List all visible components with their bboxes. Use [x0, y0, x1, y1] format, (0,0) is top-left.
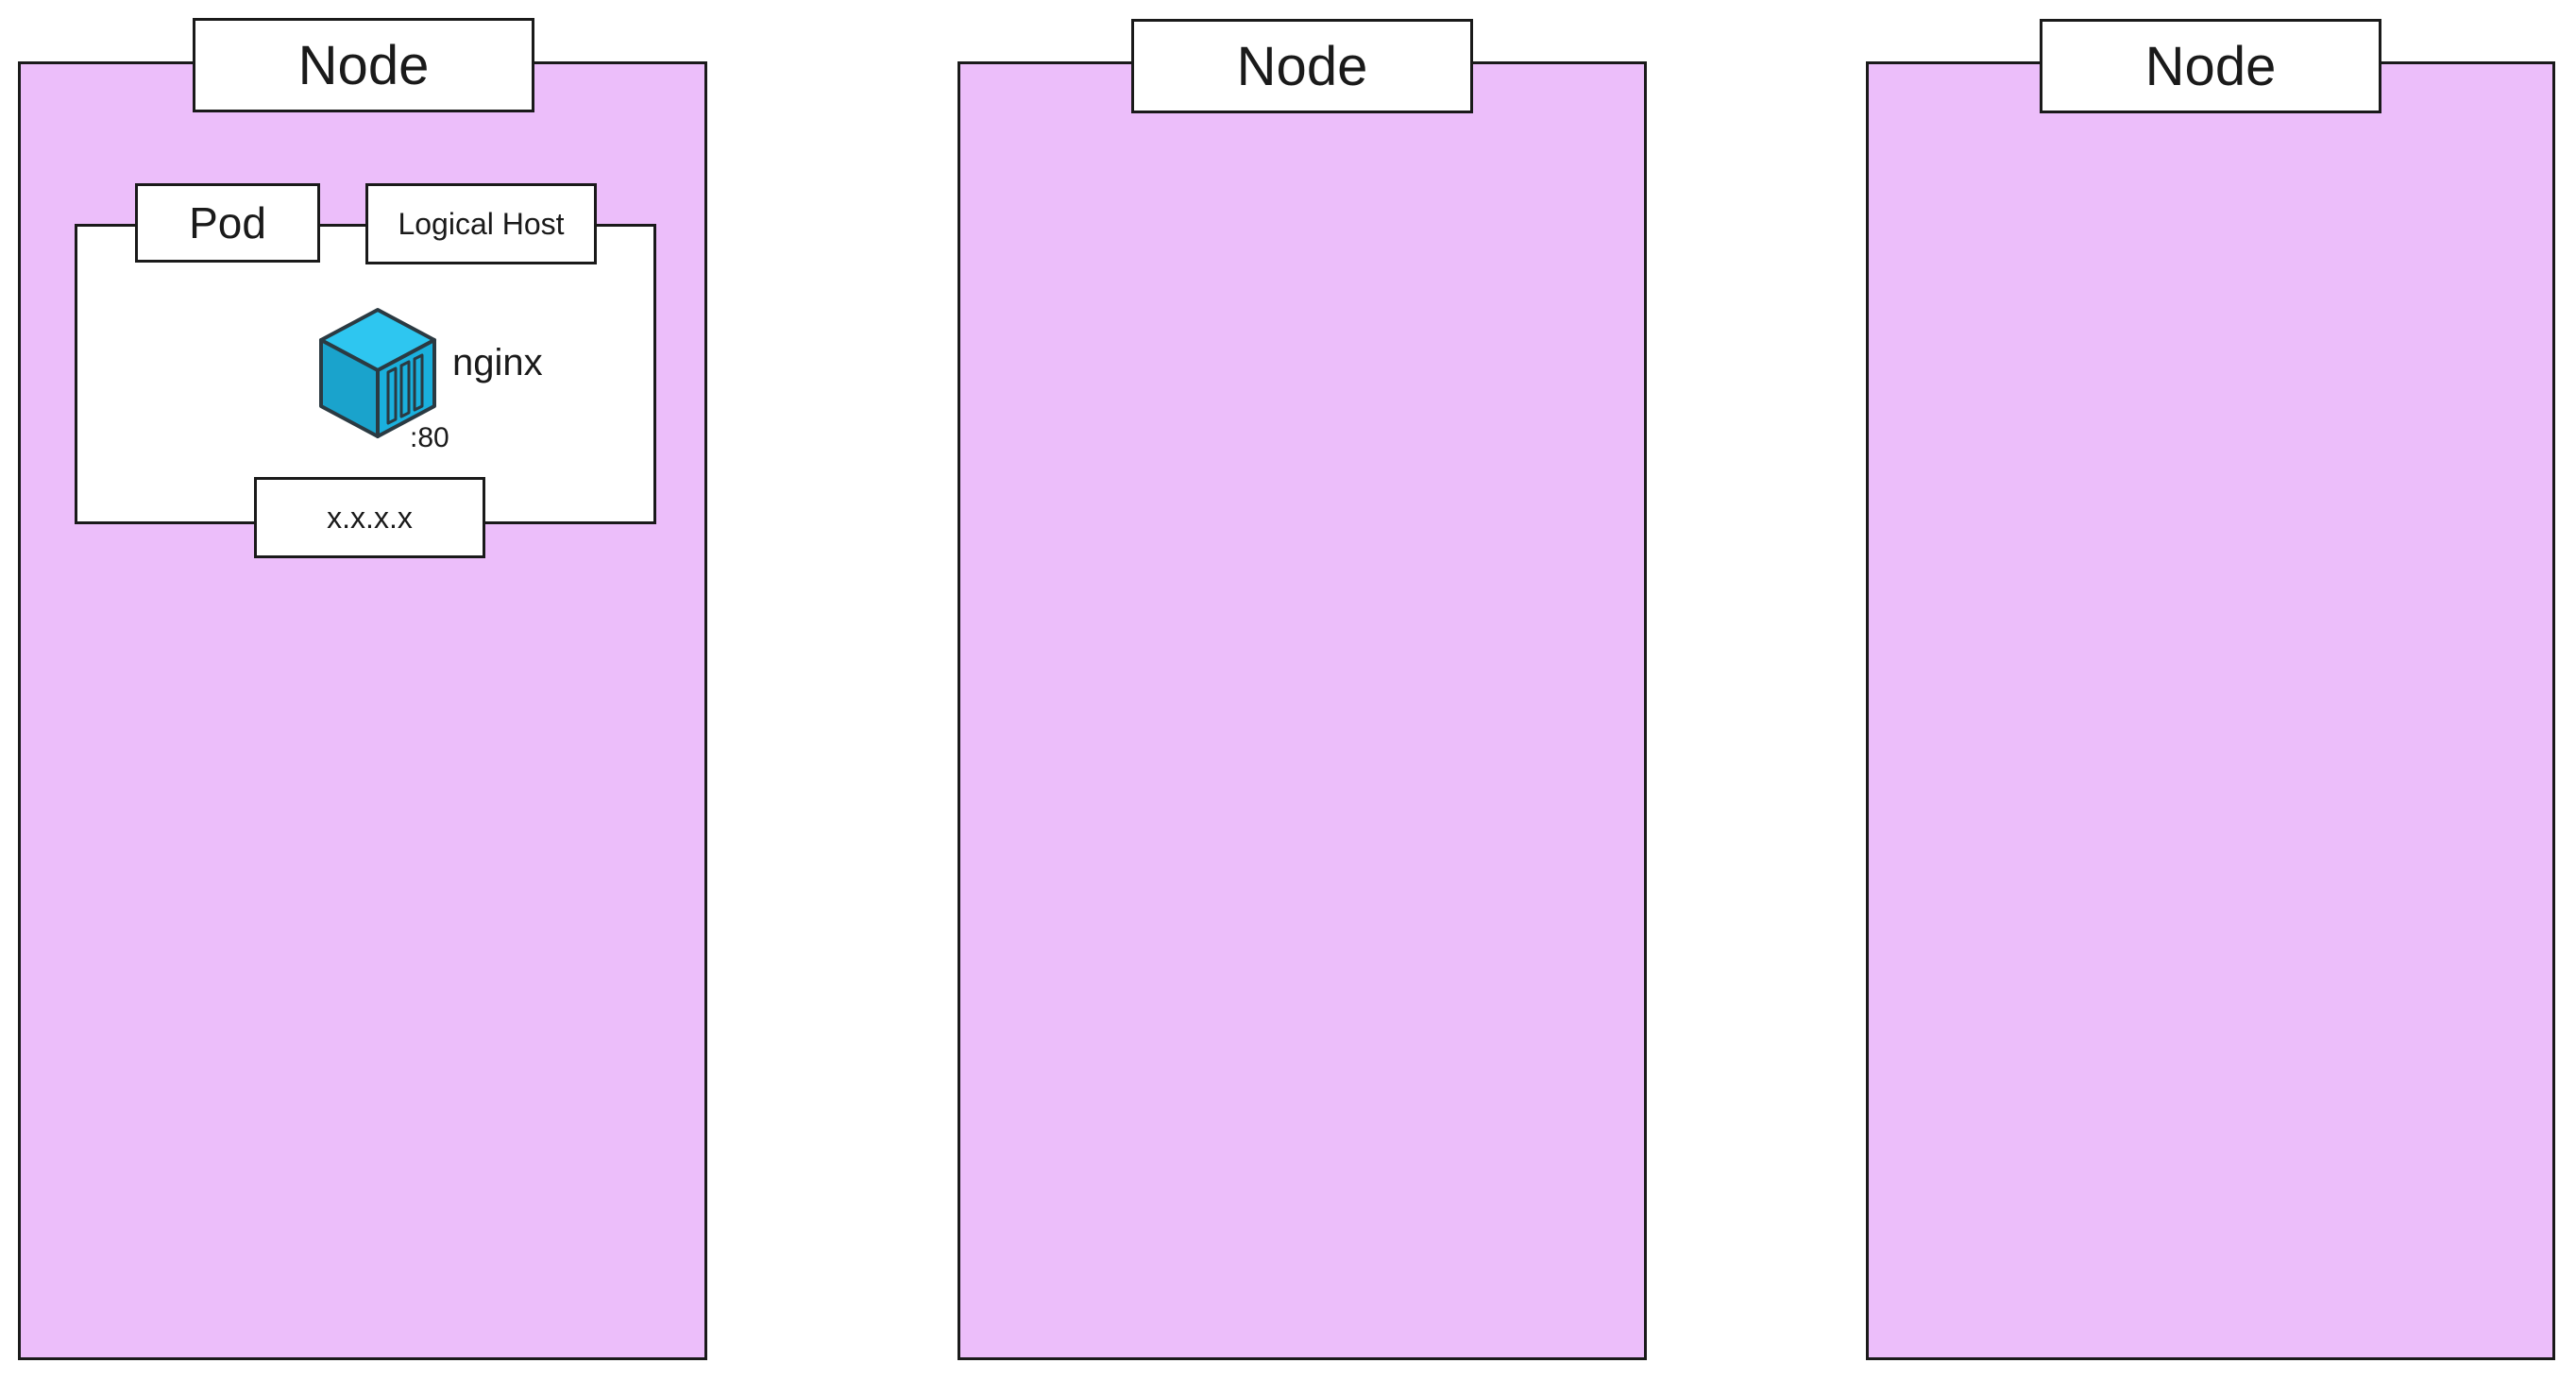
container-door-slats — [386, 353, 424, 425]
node-title-3: Node — [2040, 19, 2381, 113]
container-right-face — [376, 338, 436, 438]
node-title-2: Node — [1131, 19, 1473, 113]
container-name-label: nginx — [452, 342, 543, 383]
pod-label: Pod — [135, 183, 320, 263]
node-title-1: Node — [193, 18, 534, 112]
container-port-label: :80 — [410, 422, 449, 453]
node-box-2 — [958, 61, 1647, 1360]
pod-ip-label: x.x.x.x — [254, 477, 485, 558]
logical-host-label: Logical Host — [365, 183, 597, 264]
node-box-3 — [1866, 61, 2555, 1360]
container-cube-icon — [319, 308, 436, 438]
